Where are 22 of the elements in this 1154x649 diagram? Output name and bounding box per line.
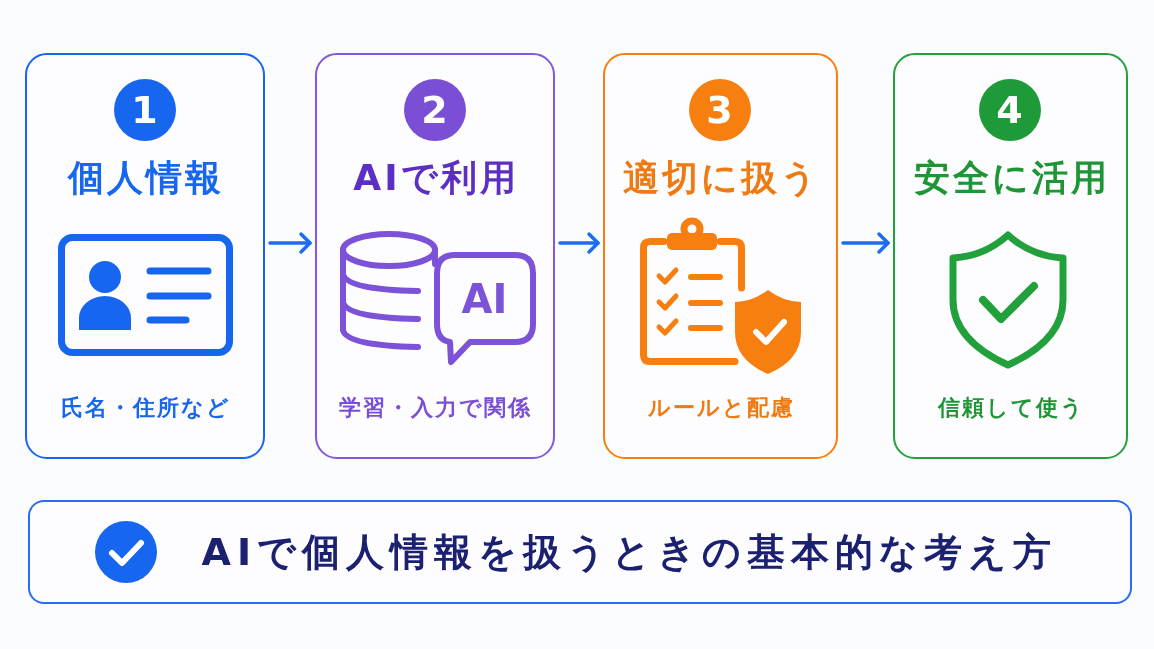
step-card	[603, 53, 838, 459]
icon-label: AI	[461, 274, 508, 324]
arrow	[841, 232, 890, 254]
card-title: 個人情報	[66, 156, 224, 200]
summary-bar	[28, 500, 1132, 604]
number-badge: 2	[403, 78, 466, 141]
arrow	[558, 232, 600, 254]
number-badge: 4	[978, 78, 1041, 141]
number-badge: 3	[688, 78, 751, 141]
card-title: 安全に活用	[912, 156, 1110, 200]
card-caption: ルールと配慮	[646, 393, 795, 422]
step-card	[893, 53, 1128, 459]
summary-text: AIで個人情報を扱うときの基本的な考え方	[200, 528, 1058, 576]
number-badge: 1	[113, 78, 176, 141]
card-caption: 氏名・住所など	[59, 393, 231, 422]
step-card	[25, 53, 265, 459]
card-caption: 学習・入力で関係	[338, 393, 532, 422]
card-title: 適切に扱う	[622, 156, 820, 200]
step-card	[315, 53, 555, 459]
card-title: AIで利用	[352, 156, 519, 200]
card-caption: 信頼して使う	[936, 393, 1085, 422]
arrow	[268, 232, 312, 254]
